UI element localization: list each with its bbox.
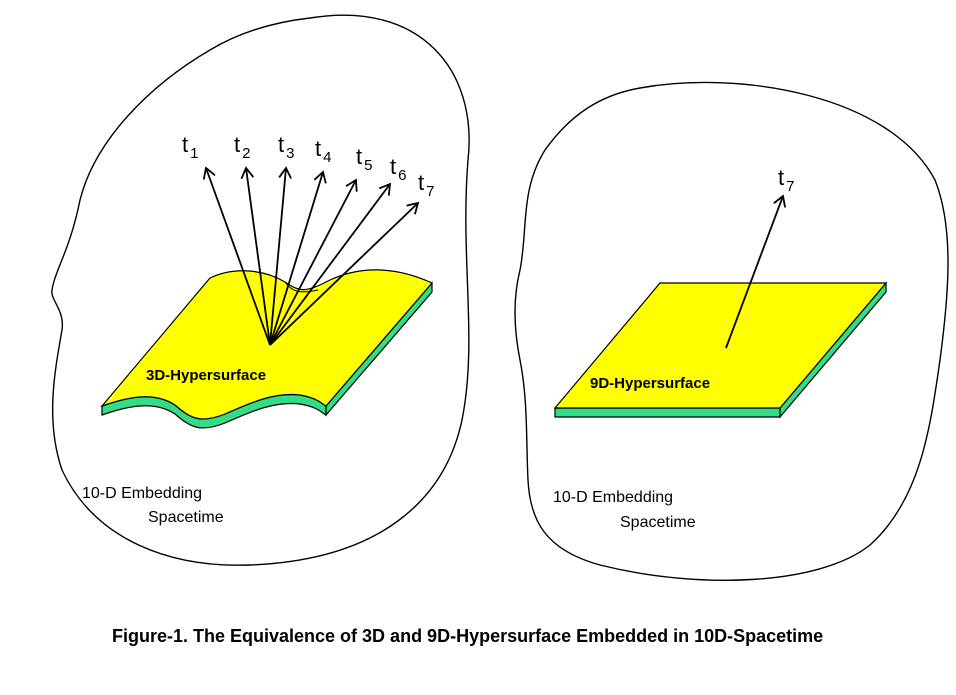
right-embedding-region	[514, 81, 949, 581]
left-embedding-label-line2: Spacetime	[148, 509, 224, 526]
right-surface-edge	[554, 407, 781, 418]
vector-t7-arrow	[269, 201, 420, 346]
right-surface-label: 9D-Hypersurface	[590, 375, 710, 392]
vector-t3-arrow	[269, 166, 292, 346]
right-surface	[553, 282, 888, 409]
right-embedding-label-line1: 10-D Embedding	[553, 489, 673, 506]
left-embedding-region	[51, 14, 470, 566]
figure-caption: Figure-1. The Equivalence of 3D and 9D-H…	[112, 626, 823, 646]
vector-t6-arrow	[269, 182, 392, 346]
vector-t5-arrow	[269, 178, 358, 346]
left-vector-bundle	[202, 166, 420, 346]
right-vector-t7-arrow	[725, 194, 786, 349]
left-embedding-label-line1: 10-D Embedding	[82, 485, 202, 502]
vector-t1-arrow	[202, 166, 271, 346]
left-surface-label: 3D-Hypersurface	[146, 367, 266, 384]
right-embedding-label-line2: Spacetime	[620, 514, 696, 531]
vector-t4-arrow	[269, 170, 327, 346]
vector-t2-arrow	[240, 166, 271, 346]
